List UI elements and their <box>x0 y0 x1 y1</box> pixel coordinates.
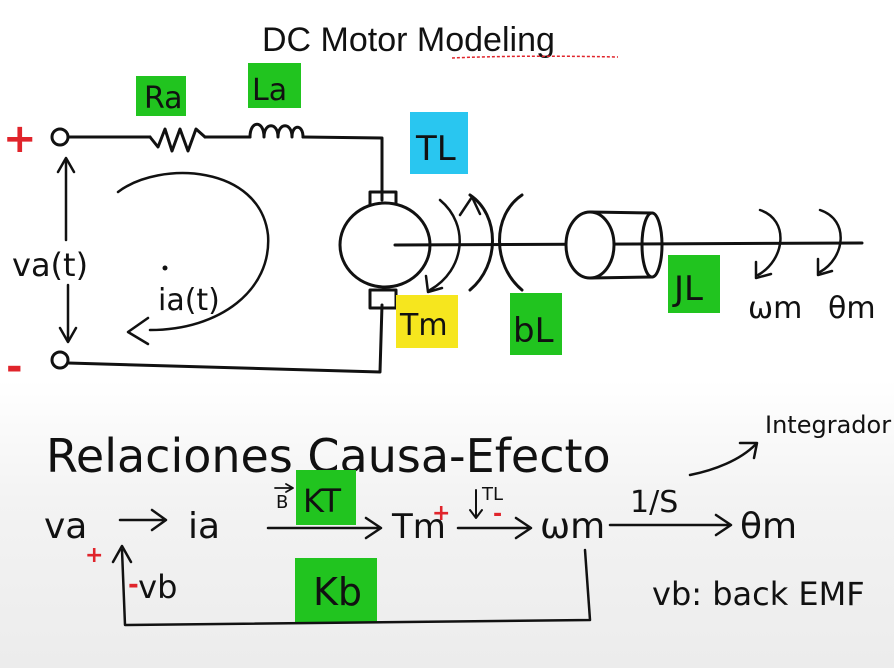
motor-torque-arc <box>428 198 461 292</box>
plus-terminal-sign: + <box>3 116 37 162</box>
inertia-cylinder <box>564 210 664 280</box>
b-field-label: B <box>276 492 288 513</box>
neg-vb-label: vb <box>128 568 177 606</box>
motor-torque-label: Tm <box>399 308 448 343</box>
load-torque-label: TL <box>415 129 456 169</box>
tl-minus-mark: - <box>493 502 502 527</box>
thm-node: θm <box>740 506 797 547</box>
kt-highlight <box>296 470 356 525</box>
resistor-highlight <box>136 76 186 116</box>
kt-label: KT <box>303 482 342 520</box>
integrator-arrowhead <box>738 441 759 460</box>
voltage-label: va(t) <box>12 246 88 284</box>
damper-symbol <box>468 193 524 292</box>
feedback-loop-line <box>120 548 592 627</box>
va-to-ia-arrow <box>118 508 168 532</box>
tm-to-wm-arrow <box>456 516 533 540</box>
resistor-label: Ra <box>144 81 183 116</box>
va-plus-mark: + <box>85 543 103 568</box>
friction-highlight <box>510 293 562 355</box>
b-vector-arrow <box>274 483 294 493</box>
speed-label: ωm <box>748 291 802 326</box>
tm-plus-mark: + <box>432 501 450 526</box>
integrator-label: Integrador <box>765 411 891 439</box>
integrator-arrow <box>688 443 757 477</box>
neg-vb-minus: - <box>128 570 139 600</box>
motor-symbol <box>338 190 432 310</box>
motor-torque-highlight <box>396 295 458 348</box>
motor-shaft <box>393 241 864 247</box>
spellcheck-underline <box>451 55 619 59</box>
voltage-arrow <box>56 156 78 344</box>
angle-rotation-arrow <box>818 208 842 274</box>
kb-label: Kb <box>313 570 362 614</box>
tm-node: Tm <box>391 507 446 547</box>
backemf-note: vb: back EMF <box>652 575 865 613</box>
load-torque-highlight <box>410 112 468 174</box>
wm-node: ωm <box>540 506 605 547</box>
angle-arrowhead <box>816 257 834 277</box>
page-title: DC Motor Modeling <box>262 21 555 59</box>
motor-torque-arrowhead <box>424 274 444 294</box>
circuit-wires <box>50 122 384 374</box>
wm-to-thm-arrow <box>608 513 733 537</box>
angle-label: θm <box>828 291 876 326</box>
current-dot <box>162 265 168 271</box>
tl-label: TL <box>481 484 503 505</box>
inertia-label: JL <box>672 269 703 309</box>
va-node: va <box>44 506 87 547</box>
current-label: ia(t) <box>158 283 220 318</box>
ia-node: ia <box>188 506 220 547</box>
speed-rotation-arrow <box>756 208 782 277</box>
friction-label: bL <box>513 311 554 351</box>
inductor-label: La <box>252 73 287 108</box>
feedback-arrowhead <box>111 544 133 564</box>
inertia-highlight <box>668 255 720 313</box>
current-arrowhead <box>126 316 150 346</box>
tl-disturbance-arrow <box>469 489 483 519</box>
speed-arrowhead <box>754 260 773 280</box>
current-loop-arrow <box>116 171 270 332</box>
integrator-gain: 1/S <box>630 485 678 520</box>
ia-to-tm-arrow <box>266 516 383 540</box>
kb-highlight <box>295 558 377 623</box>
minus-terminal-sign: - <box>6 344 23 390</box>
inductor-highlight <box>248 63 301 108</box>
load-torque-arrowhead <box>458 195 482 217</box>
